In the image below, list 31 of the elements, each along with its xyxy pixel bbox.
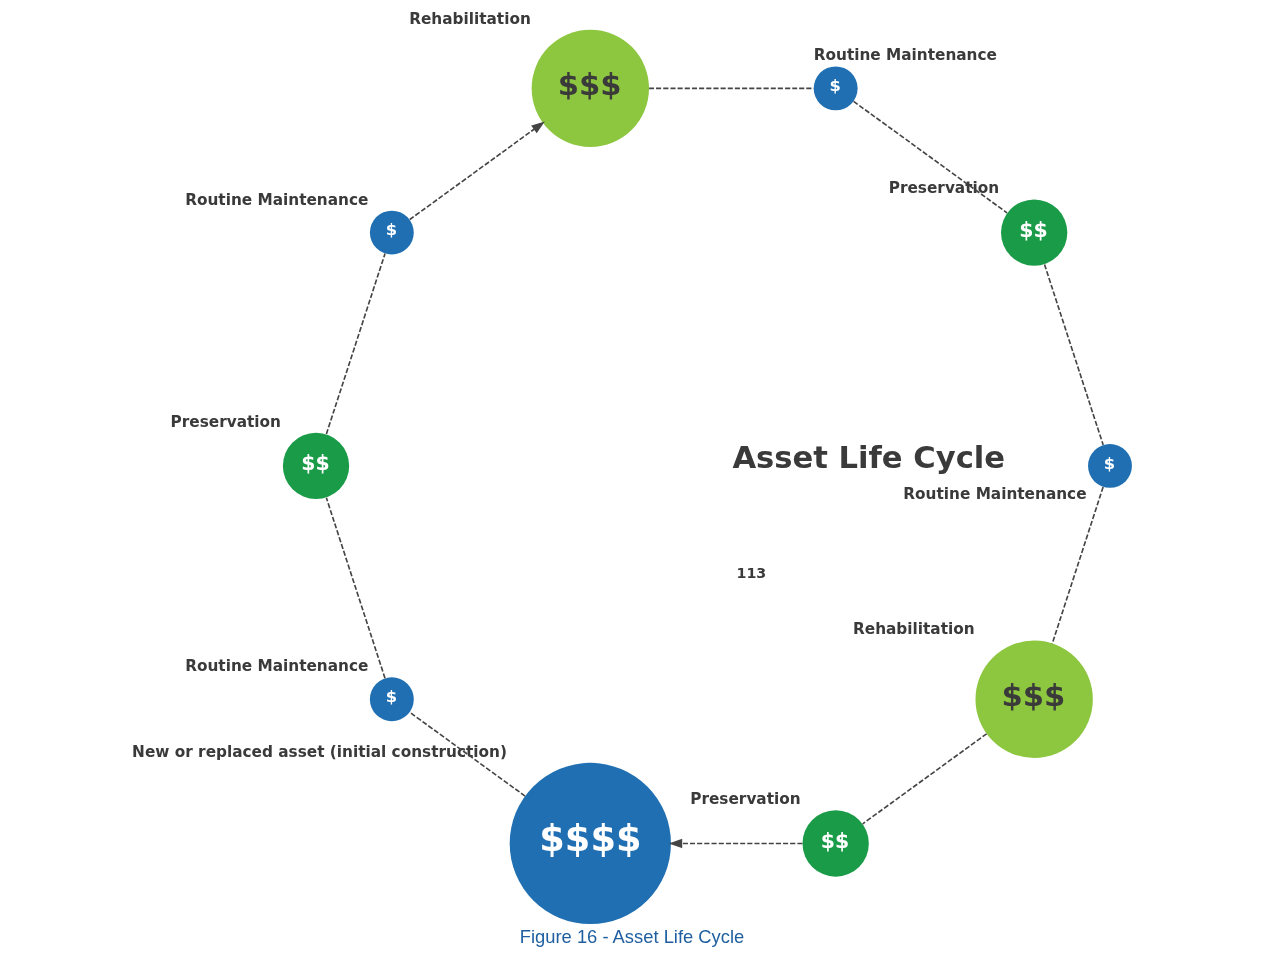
node-label: Rehabilitation [408, 9, 531, 28]
node-label: Rehabilitation [852, 620, 975, 639]
connector [1051, 486, 1104, 645]
node-circle: $ [813, 66, 858, 111]
connector [861, 732, 987, 825]
node-label: Preservation [689, 790, 801, 809]
connector [852, 100, 1008, 214]
connector [325, 252, 386, 435]
node-circle: $$ [1000, 199, 1067, 266]
arrow [668, 838, 803, 849]
node-label: Routine Maintenance [902, 485, 1087, 504]
node-circle: $$$$ [509, 762, 671, 925]
caption: Figure 16 - Asset Life Cycle [519, 925, 744, 947]
node-label: Routine Maintenance [184, 657, 368, 676]
node-label: New or replaced asset (initial construction) [131, 742, 507, 761]
node-label: Routine Maintenance [184, 190, 368, 209]
connector [408, 711, 526, 797]
node-circle: $ [369, 210, 414, 255]
node-circle: $ [369, 677, 414, 722]
connector [325, 497, 386, 679]
node-label: Routine Maintenance [813, 46, 997, 65]
node-circle: $$ [802, 810, 869, 877]
label: Asset Life Cycle [731, 440, 1005, 476]
node-circle: $ [1087, 443, 1132, 488]
connector [647, 87, 814, 90]
node-circle: $$$ [975, 640, 1093, 758]
node-circle: $$ [282, 432, 349, 500]
label: 113 [735, 564, 766, 581]
connector [1043, 263, 1104, 446]
arrow [408, 121, 545, 221]
node-label: Preservation [170, 412, 281, 431]
